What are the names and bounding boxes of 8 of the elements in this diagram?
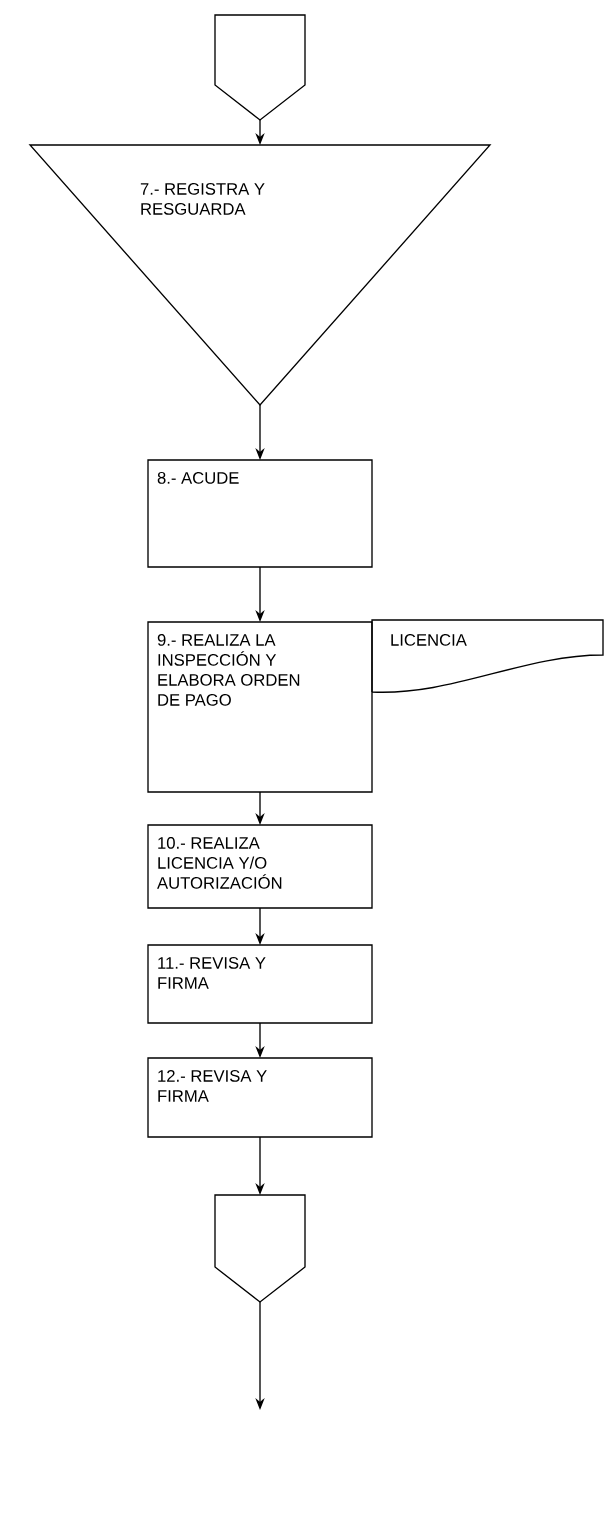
process-box: 10.- REALIZA LICENCIA Y/O AUTORIZACIÓN (147, 824, 373, 909)
document-shape: LICENCIA (371, 619, 604, 693)
process-box: 8.- ACUDE (147, 459, 373, 568)
process-box: 9.- REALIZA LA INSPECCIÓN Y ELABORA ORDEN DE PAGO (147, 621, 373, 793)
off-page-connector (214, 1194, 306, 1303)
process-box: 12.- REVISA Y FIRMA (147, 1057, 373, 1138)
process-box: 11.- REVISA Y FIRMA (147, 944, 373, 1024)
off-page-connector (214, 14, 306, 121)
